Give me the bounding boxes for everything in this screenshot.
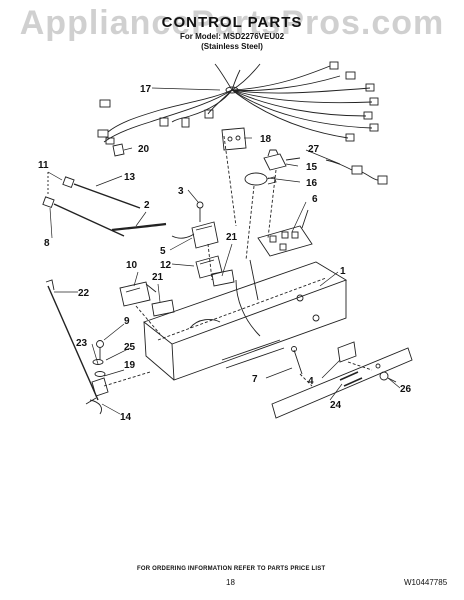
clip-14 <box>85 397 102 415</box>
document-number: W10447785 <box>404 578 448 587</box>
switch-12 <box>195 255 223 279</box>
finish-line: (Stainless Steel) <box>201 42 263 51</box>
callout-17: 17 <box>140 84 152 95</box>
callout-9: 9 <box>124 316 130 327</box>
insulation-pad <box>221 127 247 151</box>
label-21b <box>151 299 175 317</box>
callout-2: 2 <box>144 200 150 211</box>
callout-27: 27 <box>308 144 320 155</box>
screw-3 <box>196 201 204 222</box>
callout-23: 23 <box>76 338 88 349</box>
ordering-note: FOR ORDERING INFORMATION REFER TO PARTS … <box>137 566 326 572</box>
callout-26: 26 <box>400 384 412 395</box>
watermark: AppliancePartsPros.com <box>19 4 445 42</box>
callout-20: 20 <box>138 144 150 155</box>
callout-6: 6 <box>312 194 318 205</box>
callout-1: 1 <box>340 266 346 277</box>
screw-7 <box>291 346 303 375</box>
callout-21-mid: 21 <box>152 272 164 283</box>
model-line: For Model: MSD2276VEU02 <box>179 32 285 41</box>
wire-harness <box>97 61 379 145</box>
bracket-4 <box>337 341 357 363</box>
screw-26 <box>379 371 397 383</box>
light-bulb <box>244 172 277 186</box>
guide-lines <box>103 135 373 387</box>
washer-23 <box>92 359 104 365</box>
callout-5: 5 <box>160 246 166 257</box>
screw-9 <box>96 340 104 360</box>
callout-4: 4 <box>308 376 314 387</box>
label-21a <box>211 269 235 287</box>
page-number: 18 <box>226 578 235 587</box>
harness-clip <box>112 143 125 157</box>
callout-22: 22 <box>78 288 90 299</box>
clip-19 <box>91 377 109 397</box>
callout-12: 12 <box>160 260 172 271</box>
callout-14: 14 <box>120 412 132 423</box>
control-board <box>257 209 313 257</box>
lamp-socket <box>263 149 301 171</box>
drain-tube <box>111 222 167 232</box>
callout-24: 24 <box>330 400 342 411</box>
washer-25 <box>94 371 106 377</box>
leader-lines <box>47 87 401 415</box>
callout-16: 16 <box>306 178 318 189</box>
callout-13: 13 <box>124 172 136 183</box>
callout-3: 3 <box>178 186 184 197</box>
callout-7: 7 <box>252 374 258 385</box>
thermistor-22 <box>45 279 99 401</box>
control-housing <box>143 259 348 381</box>
callout-21-top: 21 <box>226 232 238 243</box>
page-title: CONTROL PARTS <box>161 14 303 31</box>
callout-19: 19 <box>124 360 136 371</box>
callout-10: 10 <box>126 260 138 271</box>
bracket-10 <box>119 281 157 307</box>
callout-25: 25 <box>124 342 136 353</box>
trim-strip <box>271 347 413 419</box>
temperature-sensor <box>325 159 388 185</box>
callout-15: 15 <box>306 162 318 173</box>
relay-5 <box>171 221 219 249</box>
callout-11: 11 <box>38 160 49 171</box>
callout-8: 8 <box>44 238 50 249</box>
callout-18: 18 <box>260 134 272 145</box>
